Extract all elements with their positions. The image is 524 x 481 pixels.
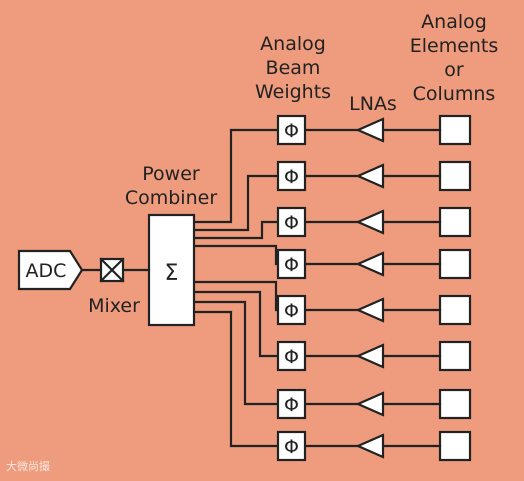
adc-block — [17, 249, 84, 291]
watermark: 大微尚撮 — [6, 460, 50, 473]
phase-shifter-1 — [276, 114, 307, 146]
adc-label: ADC — [26, 260, 67, 282]
antenna-element-3 — [438, 206, 472, 238]
phase-symbol-6: Φ — [284, 346, 299, 368]
phase-symbol-8: Φ — [284, 436, 299, 458]
lna-3 — [355, 209, 385, 235]
lna-1 — [355, 117, 385, 143]
label-power-combiner-line2: Combiner — [124, 187, 218, 209]
antenna-element-6 — [438, 340, 472, 372]
combiner-input-wire-3 — [194, 220, 278, 240]
phase-shifter-7 — [276, 388, 307, 420]
label-elements-line3: or — [444, 59, 464, 81]
phase-shifter-5 — [276, 294, 307, 326]
label-elements-line2: Elements — [409, 35, 499, 57]
combiner-input-wire-7 — [194, 300, 278, 406]
antenna-element-1 — [438, 114, 472, 146]
lna-4 — [355, 251, 385, 277]
label-beam-weights: Analog Beam Weights — [245, 32, 341, 104]
lna-8 — [355, 433, 385, 459]
phase-symbol-1: Φ — [284, 120, 299, 142]
sigma-symbol: Σ — [165, 261, 179, 286]
phase-symbol-3: Φ — [284, 212, 299, 234]
lna-5 — [355, 297, 385, 323]
phase-symbol-7: Φ — [284, 394, 299, 416]
label-mixer: Mixer — [88, 295, 140, 317]
label-beam-weights-line3: Weights — [254, 81, 332, 103]
phase-shifter-8 — [276, 430, 307, 462]
label-elements-line1: Analog — [421, 11, 487, 33]
combiner-input-wire-1 — [194, 128, 278, 224]
phase-symbol-4: Φ — [284, 254, 299, 276]
power-combiner — [147, 213, 196, 327]
antenna-element-4 — [438, 248, 472, 280]
label-beam-weights-line1: Analog — [260, 33, 326, 55]
lna-6 — [355, 343, 385, 369]
mixer-cross-b — [99, 257, 125, 283]
combiner-input-wire-4 — [194, 244, 278, 266]
phase-symbol-5: Φ — [284, 300, 299, 322]
phase-symbol-2: Φ — [284, 166, 299, 188]
label-elements: Analog Elements or Columns — [404, 10, 504, 106]
label-elements-line4: Columns — [412, 83, 496, 105]
combiner-input-wire-2 — [194, 174, 278, 232]
antenna-element-8 — [438, 430, 472, 462]
label-beam-weights-line2: Beam — [265, 57, 321, 79]
label-power-combiner-line1: Power — [142, 163, 200, 185]
antenna-element-7 — [438, 388, 472, 420]
label-power-combiner: Power Combiner — [112, 162, 230, 210]
lna-2 — [355, 163, 385, 189]
combiner-input-wire-5 — [194, 280, 278, 312]
combiner-input-wire-6 — [194, 290, 278, 358]
lna-7 — [355, 391, 385, 417]
antenna-element-5 — [438, 294, 472, 326]
label-lnas: LNAs — [349, 93, 397, 115]
combiner-input-wire-8 — [194, 310, 278, 448]
antenna-element-2 — [438, 160, 472, 192]
